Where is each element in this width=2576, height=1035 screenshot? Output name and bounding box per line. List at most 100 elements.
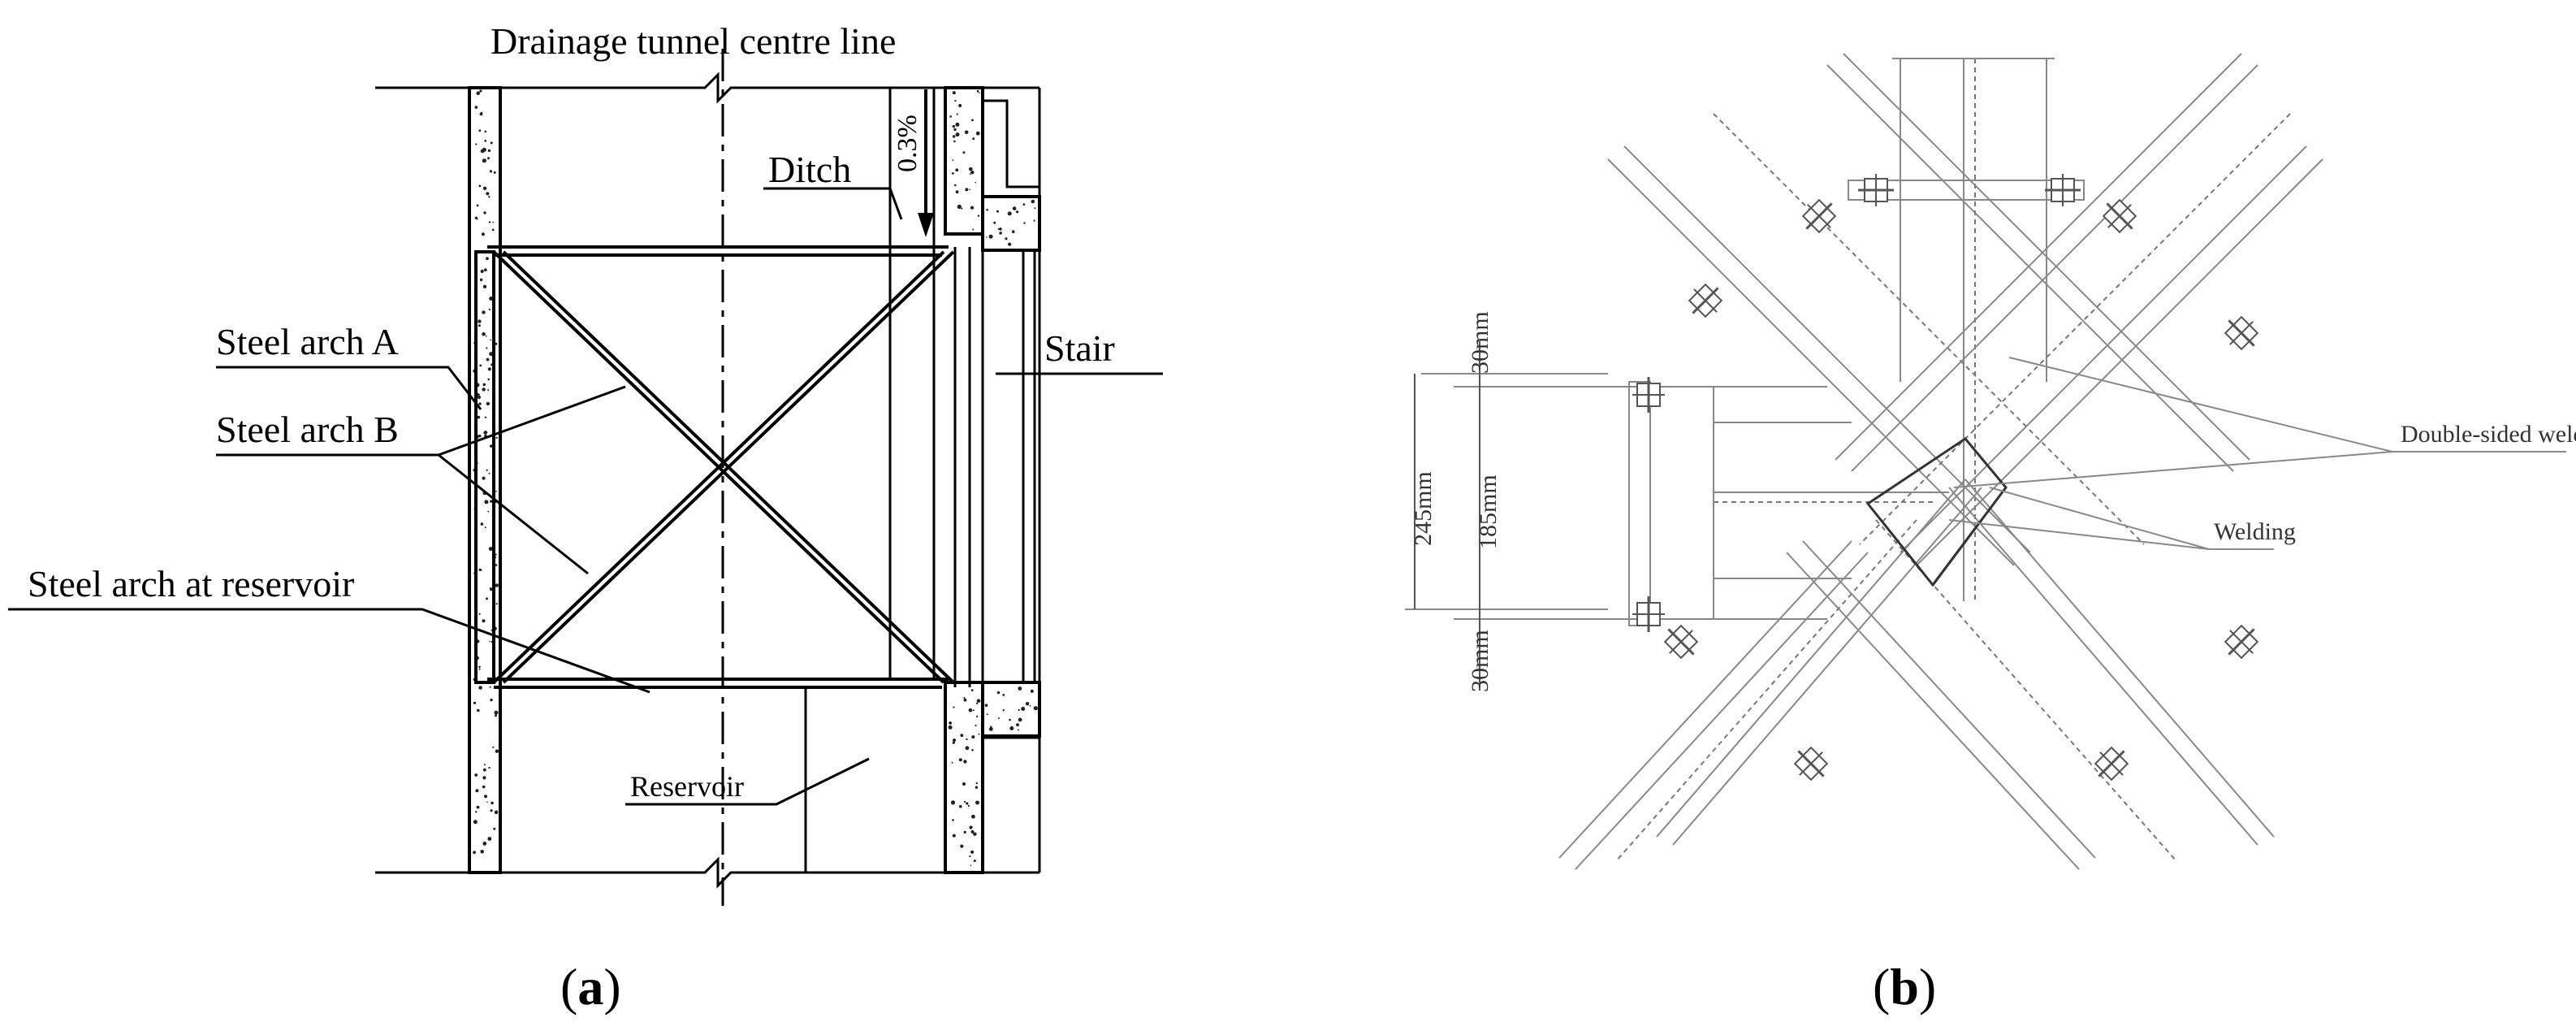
concrete-speckle: [489, 640, 491, 643]
concrete-speckle: [949, 115, 952, 118]
concrete-speckle: [969, 188, 970, 190]
concrete-speckle: [967, 804, 970, 808]
right-concrete-wall-upper: [944, 86, 984, 236]
concrete-speckle: [489, 170, 493, 173]
bolt-icon: [1858, 174, 1894, 206]
concrete-speckle: [475, 789, 479, 793]
steel-arch-at-reservoir-leader: [8, 608, 650, 694]
concrete-speckle: [971, 119, 974, 122]
concrete-speckle: [478, 613, 481, 615]
diag-sw-lower-2: [1656, 479, 1966, 838]
diagonal-members: [1558, 53, 2323, 870]
concrete-speckle: [957, 204, 962, 210]
concrete-speckle: [482, 158, 487, 163]
stair-label: Stair: [1044, 327, 1115, 369]
concrete-speckle: [474, 106, 478, 109]
concrete-speckle: [473, 701, 477, 704]
concrete-speckle: [1017, 729, 1019, 731]
concrete-speckle: [952, 91, 956, 95]
concrete-speckle: [1033, 706, 1038, 711]
bolt-icon: [2224, 315, 2259, 351]
concrete-speckle: [478, 668, 481, 670]
concrete-speckle: [490, 698, 493, 702]
slope-arrow: [918, 89, 934, 237]
concrete-speckle: [970, 206, 975, 210]
concrete-speckles: [473, 89, 1038, 867]
concrete-speckle: [489, 297, 494, 301]
diag-sw-lower-center: [1615, 519, 1917, 862]
concrete-speckle: [489, 587, 492, 590]
concrete-speckle: [973, 860, 976, 863]
steel-arch-b-label: Steel arch B: [216, 409, 399, 450]
concrete-speckle: [960, 734, 964, 738]
concrete-speckle: [487, 367, 491, 371]
concrete-speckle: [997, 227, 1000, 230]
concrete-speckle: [482, 383, 486, 387]
concrete-speckle: [478, 129, 482, 132]
ditch-label: Ditch: [768, 149, 851, 190]
concrete-speckle: [970, 850, 975, 854]
concrete-speckle: [1007, 211, 1012, 216]
concrete-speckle: [996, 210, 999, 213]
concrete-speckle: [480, 850, 484, 854]
diag-ne-sw-3: [1851, 64, 2258, 472]
concrete-speckle: [486, 597, 488, 600]
concrete-speckle: [482, 310, 486, 314]
bolt-icon: [1632, 596, 1665, 632]
concrete-speckle: [482, 785, 486, 789]
concrete-speckle: [482, 842, 487, 846]
concrete-speckle: [955, 190, 959, 194]
concrete-speckle: [480, 269, 484, 274]
diag-ne-sw-4: [1835, 53, 2242, 461]
right-concrete-wall-lower: [944, 681, 984, 874]
concrete-speckle: [493, 171, 496, 174]
concrete-speckle: [986, 209, 988, 211]
concrete-speckle: [970, 171, 975, 175]
concrete-speckle: [1009, 212, 1012, 214]
concrete-speckle: [475, 811, 478, 813]
dim-total-label: 245mm: [1410, 471, 1437, 546]
joint-weld-seam: [1931, 519, 1983, 586]
concrete-speckle: [494, 710, 499, 715]
concrete-speckle: [490, 339, 492, 341]
concrete-speckle: [488, 196, 491, 198]
concrete-speckle: [1031, 199, 1035, 204]
steel-arch-at-reservoir-label: Steel arch at reservoir: [28, 563, 354, 604]
concrete-speckle: [484, 130, 487, 133]
concrete-speckle: [1005, 237, 1008, 240]
concrete-speckle: [495, 490, 497, 492]
concrete-speckle: [999, 232, 1002, 235]
panel-b-leader-lines: [1948, 357, 2566, 550]
concrete-speckle: [473, 851, 476, 855]
concrete-speckle: [478, 396, 481, 399]
concrete-speckle: [478, 324, 481, 327]
concrete-speckle: [975, 724, 977, 727]
diag-sw-lower-1: [1672, 487, 1982, 846]
concrete-speckle: [956, 113, 958, 115]
concrete-speckle: [480, 522, 484, 526]
concrete-speckle: [965, 188, 969, 192]
reservoir-label: Reservoir: [630, 770, 744, 803]
concrete-speckle: [482, 388, 486, 392]
concrete-speckle: [952, 819, 954, 821]
concrete-speckle: [1034, 207, 1036, 210]
concrete-speckle: [969, 167, 973, 171]
welding-label: Welding: [2214, 518, 2296, 545]
diag-se-lower-2: [1964, 479, 2275, 838]
concrete-speckle: [478, 568, 482, 572]
concrete-speckle: [1025, 702, 1030, 706]
concrete-speckle: [1011, 230, 1015, 234]
concrete-speckle: [476, 91, 480, 96]
diag-se-lower-3: [1786, 552, 2080, 870]
weld-leader-1: [1989, 487, 2210, 550]
diag-sw-lower-3: [1575, 552, 1869, 870]
concrete-speckle: [1012, 206, 1017, 210]
concrete-speckle: [483, 211, 486, 214]
concrete-speckle: [492, 221, 495, 223]
vertical-column: [1848, 58, 2085, 601]
concrete-speckle: [482, 768, 486, 772]
diag-se-lower-1: [1948, 487, 2258, 846]
steel-arch-a-label: Steel arch A: [216, 321, 399, 362]
diag-nw-se-center: [1713, 113, 2145, 545]
concrete-speckle: [493, 827, 496, 830]
